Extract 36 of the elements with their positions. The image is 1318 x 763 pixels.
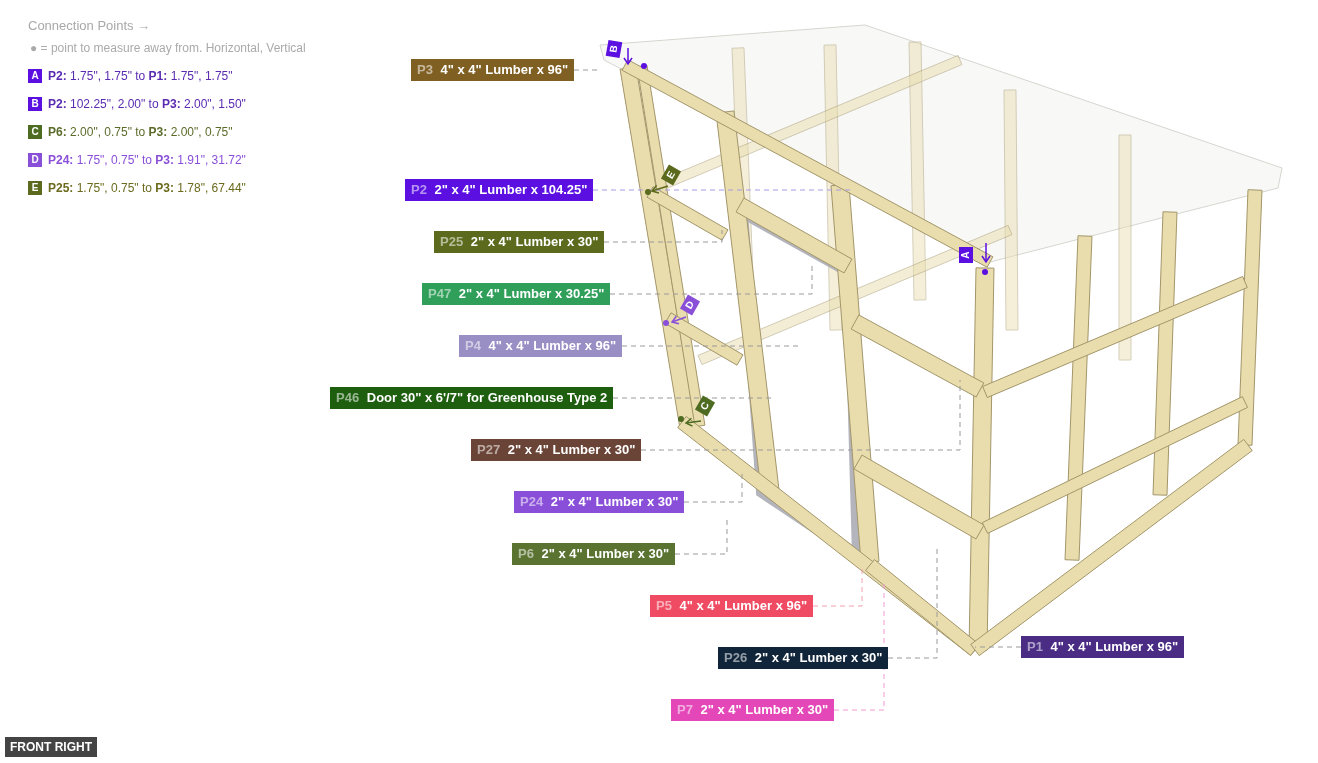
leader-line	[887, 547, 938, 659]
connection-letter-badge: B	[28, 97, 42, 111]
part-callout-label: P25 2" x 4" Lumber x 30"	[434, 231, 605, 253]
part-callout-label: P26 2" x 4" Lumber x 30"	[718, 647, 889, 669]
leader-line	[592, 189, 851, 191]
part-callout-label: P5 4" x 4" Lumber x 96"	[650, 595, 814, 617]
leader-line	[603, 229, 723, 243]
part-callout-label: P24 2" x 4" Lumber x 30"	[514, 491, 685, 513]
part-callout-label: P3 4" x 4" Lumber x 96"	[411, 59, 575, 81]
connection-letter-badge: C	[28, 125, 42, 139]
leader-line	[573, 69, 598, 71]
part-callout-label: P46 Door 30" x 6'/7" for Greenhouse Type 2	[330, 387, 614, 409]
part-callout-label: P2 2" x 4" Lumber x 104.25"	[405, 179, 594, 201]
part-callout-label: P7 2" x 4" Lumber x 30"	[671, 699, 835, 721]
view-name-tag: FRONT RIGHT	[5, 737, 97, 757]
legend-heading: Connection Points →	[28, 18, 151, 33]
leader-line	[674, 519, 728, 555]
legend-note: ● = point to measure away from. Horizontal, Vertical	[30, 41, 306, 55]
connection-marker-badge: B	[605, 39, 623, 59]
connection-spec-text: P2: 1.75", 1.75" to P1: 1.75", 1.75"	[48, 69, 233, 83]
part-callout-label: P1 4" x 4" Lumber x 96"	[1021, 636, 1185, 658]
connection-marker-badge: A	[959, 247, 973, 263]
connection-spec-text: P24: 1.75", 0.75" to P3: 1.91", 31.72"	[48, 153, 246, 167]
part-callout-label: P4 4" x 4" Lumber x 96"	[459, 335, 623, 357]
part-callout-label: P6 2" x 4" Lumber x 30"	[512, 543, 676, 565]
part-callout-label: P47 2" x 4" Lumber x 30.25"	[422, 283, 611, 305]
connection-letter-badge: D	[28, 153, 42, 167]
leader-line	[640, 379, 961, 451]
connection-letter-badge: A	[28, 69, 42, 83]
connection-spec-text: P2: 102.25", 2.00" to P3: 2.00", 1.50"	[48, 97, 246, 111]
part-callout-label: P27 2" x 4" Lumber x 30"	[471, 439, 642, 461]
connection-spec-text: P25: 1.75", 0.75" to P3: 1.78", 67.44"	[48, 181, 246, 195]
connection-letter-badge: E	[28, 181, 42, 195]
connection-spec-text: P6: 2.00", 0.75" to P3: 2.00", 0.75"	[48, 125, 233, 139]
leader-line	[621, 345, 801, 347]
leader-line	[974, 646, 1022, 648]
